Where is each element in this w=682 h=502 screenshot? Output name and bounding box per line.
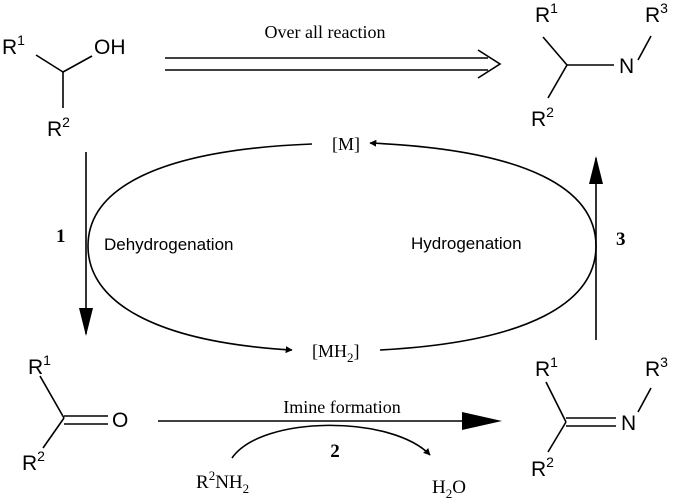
imine-structure: R1 N R3 R2 xyxy=(531,354,668,481)
ketone-structure: R1 O R2 xyxy=(22,352,128,475)
imine-r1: R1 xyxy=(535,354,558,381)
imine-formation-arrowhead xyxy=(462,412,502,430)
overall-reaction-label: Over all reaction xyxy=(265,22,386,42)
alcohol-oh: OH xyxy=(94,36,126,59)
step1-number: 1 xyxy=(56,226,66,247)
step3-number: 3 xyxy=(616,229,626,250)
ketone-o: O xyxy=(112,409,128,432)
amine-r2: R2 xyxy=(531,104,554,131)
alcohol-r1: R1 xyxy=(2,32,25,59)
dehydrogenation-label: Dehydrogenation xyxy=(104,235,233,254)
catalyst-mh2: [MH2] xyxy=(312,341,360,365)
ketone-r1: R1 xyxy=(28,352,51,379)
amine-in-water-out-arc xyxy=(231,424,431,459)
alcohol-structure: R1 OH R2 xyxy=(2,32,126,141)
imine-formation-label: Imine formation xyxy=(283,397,400,417)
amine-product-structure: R1 N R3 R2 xyxy=(531,0,668,131)
amine-r3: R3 xyxy=(645,0,668,27)
step2-number: 2 xyxy=(330,441,340,462)
imine-r2: R2 xyxy=(531,454,554,481)
reagent-r2nh2: R2NH2 xyxy=(196,468,249,496)
amine-r1: R1 xyxy=(535,0,558,27)
step3-arrowhead xyxy=(589,156,603,184)
product-water: H2O xyxy=(432,477,466,501)
step1-arrowhead xyxy=(79,308,93,336)
imine-r3: R3 xyxy=(645,354,668,381)
amine-n: N xyxy=(619,55,634,78)
overall-reaction-arrow xyxy=(165,49,502,79)
catalyst-m: [M] xyxy=(332,134,360,154)
hydrogenation-label: Hydrogenation xyxy=(411,234,522,253)
imine-n: N xyxy=(621,412,636,435)
ketone-r2: R2 xyxy=(22,448,45,475)
alcohol-r2: R2 xyxy=(47,114,70,141)
